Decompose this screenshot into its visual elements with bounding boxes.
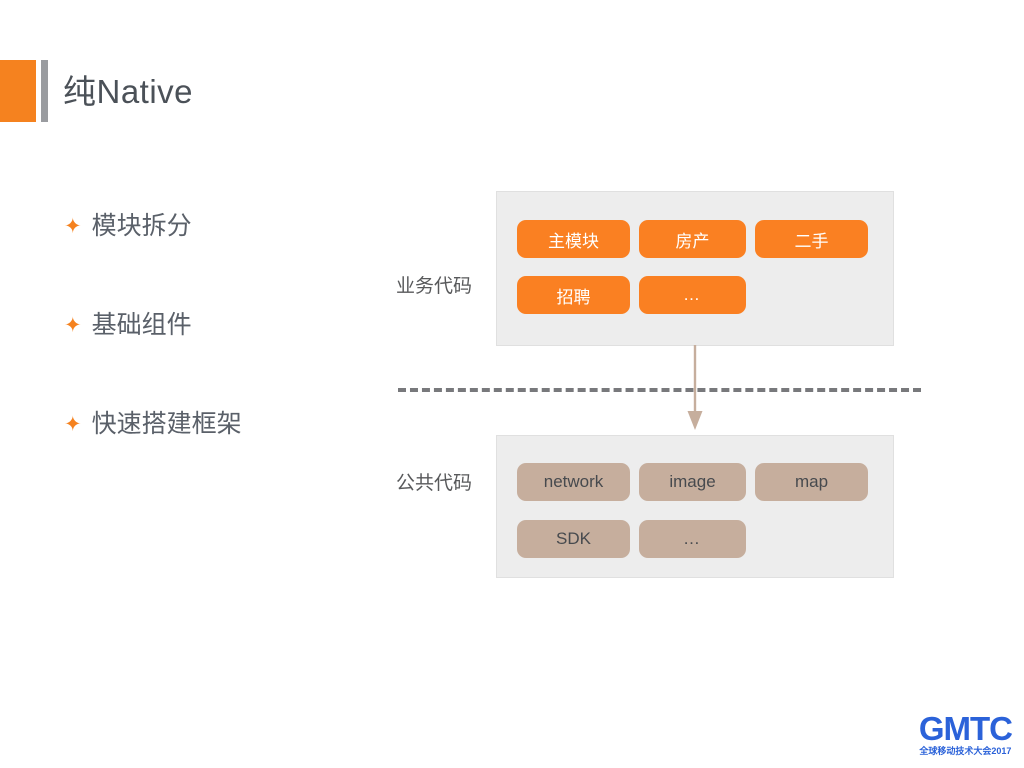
gmtc-wordmark: GMTC (918, 710, 1013, 747)
bullet-item-2: ✦ 快速搭建框架 (64, 398, 364, 450)
downward-flow-arrow-icon (687, 345, 703, 430)
pill-common-network[interactable]: network (517, 463, 630, 501)
pill-row-business-1: 主模块 房产 二手 (517, 220, 868, 258)
title-divider-bar (41, 60, 48, 122)
star-bullet-icon: ✦ (64, 214, 82, 238)
page-title: 纯Native (63, 72, 194, 110)
bullet-list: ✦ 模块拆分 ✦ 基础组件 ✦ 快速搭建框架 (64, 200, 364, 497)
bullet-item-0: ✦ 模块拆分 (64, 200, 364, 252)
gmtc-logo: GMTC 全球移动技术大会2017 (918, 710, 1013, 756)
pill-row-common-2: SDK … (517, 520, 746, 558)
gmtc-logo-subtitle: 全球移动技术大会2017 (919, 746, 1012, 756)
pill-business-recruiting[interactable]: 招聘 (517, 276, 630, 314)
star-bullet-icon: ✦ (64, 412, 82, 436)
group-box-common (496, 435, 894, 578)
pill-business-realestate[interactable]: 房产 (639, 220, 746, 258)
bullet-item-1: ✦ 基础组件 (64, 299, 364, 351)
pill-business-secondhand[interactable]: 二手 (755, 220, 868, 258)
pill-business-main-module[interactable]: 主模块 (517, 220, 630, 258)
layer-divider-dashed-line (398, 388, 921, 392)
title-accent-block (0, 60, 36, 122)
pill-common-sdk[interactable]: SDK (517, 520, 630, 558)
pill-row-common-1: network image map (517, 463, 868, 501)
group-box-business (496, 191, 894, 346)
pill-common-more[interactable]: … (639, 520, 746, 558)
group-caption-business: 业务代码 (396, 276, 473, 297)
pill-business-more[interactable]: … (639, 276, 746, 314)
pill-common-image[interactable]: image (639, 463, 746, 501)
bullet-label: 基础组件 (91, 310, 192, 339)
pill-row-business-2: 招聘 … (517, 276, 746, 314)
group-caption-common: 公共代码 (396, 473, 473, 494)
star-bullet-icon: ✦ (64, 313, 82, 337)
pill-common-map[interactable]: map (755, 463, 868, 501)
slide-title-block: 纯Native (0, 60, 193, 122)
bullet-label: 快速搭建框架 (91, 409, 242, 438)
bullet-label: 模块拆分 (91, 211, 192, 240)
